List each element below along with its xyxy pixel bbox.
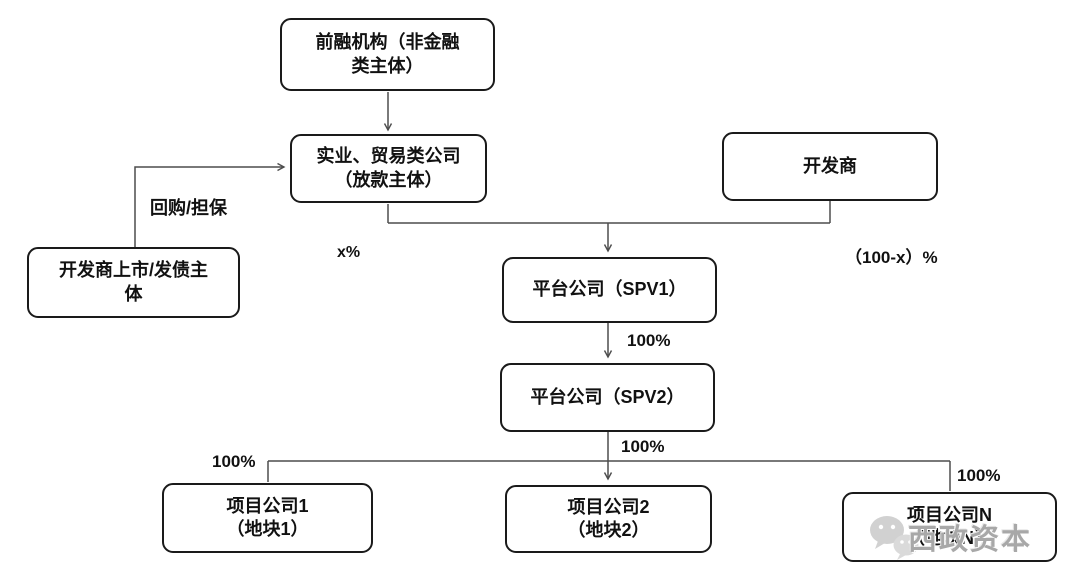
node-label-line: 前融机构（非金融 <box>315 32 460 53</box>
node-label-line: （地块N） <box>907 528 992 548</box>
node-label-line: （地块1） <box>226 519 309 539</box>
label-repurchase-guarantee: 回购/担保 <box>150 198 228 218</box>
node-label-line: 体 <box>124 283 143 304</box>
node-label-line: 开发商上市/发债主 <box>58 260 208 281</box>
node-label-line: 平台公司（SPV2） <box>530 386 685 407</box>
node-label-line: 平台公司（SPV1） <box>532 279 687 300</box>
node-pre-financing-institution: 前融机构（非金融 类主体） <box>280 18 495 91</box>
node-lender-company: 实业、贸易类公司 （放款主体） <box>290 134 487 203</box>
node-developer: 开发商 <box>722 132 938 201</box>
label-100-minus-x-percent: （100-x）% <box>845 248 938 267</box>
node-label-line: 项目公司1 <box>226 495 309 516</box>
node-label-line: 类主体） <box>351 55 424 76</box>
node-label-line: 项目公司2 <box>567 496 650 517</box>
node-project-company-1: 项目公司1 （地块1） <box>162 483 373 553</box>
label-100pct-project1: 100% <box>212 452 256 471</box>
node-label-line: 项目公司N <box>907 504 992 525</box>
node-project-company-n: 项目公司N （地块N） <box>842 492 1057 562</box>
node-developer-listed-entity: 开发商上市/发债主 体 <box>27 247 240 318</box>
node-project-company-2: 项目公司2 （地块2） <box>505 485 712 553</box>
label-100pct-project-n: 100% <box>957 466 1001 485</box>
edge-developerlisted-to-lender <box>134 162 286 247</box>
label-x-percent: x% <box>337 244 361 261</box>
node-label-line: （地块2） <box>567 520 650 540</box>
node-spv1: 平台公司（SPV1） <box>502 257 717 323</box>
node-spv2: 平台公司（SPV2） <box>500 363 715 432</box>
label-100pct-spv1-spv2: 100% <box>627 331 671 350</box>
node-label-line: 实业、贸易类公司 <box>316 146 461 167</box>
node-label-line: （放款主体） <box>334 169 443 190</box>
node-label-line: 开发商 <box>803 155 857 176</box>
label-100pct-spv2-projects: 100% <box>621 437 665 456</box>
